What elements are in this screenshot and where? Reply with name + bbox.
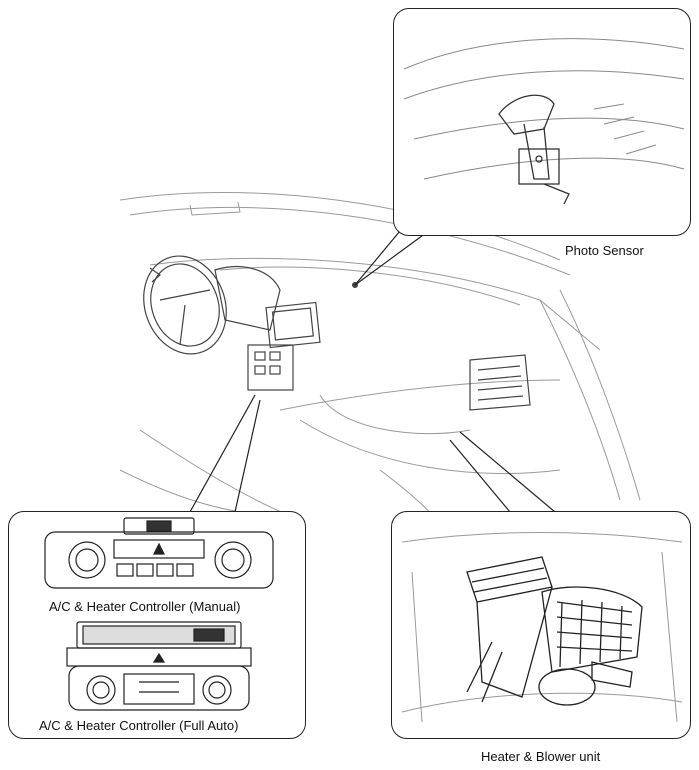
- photo-sensor-illustration: [403, 38, 685, 205]
- photo-sensor-panel: [393, 8, 691, 236]
- blower-unit-panel: [391, 511, 691, 739]
- manual-controller-caption: A/C & Heater Controller (Manual): [49, 599, 241, 614]
- auto-controller-caption: A/C & Heater Controller (Full Auto): [39, 718, 239, 733]
- controller-panel: A/C & Heater Controller (Manual) A/C & H…: [8, 511, 306, 739]
- blower-unit-caption: Heater & Blower unit: [481, 749, 601, 764]
- photo-sensor-caption: Photo Sensor: [565, 243, 644, 258]
- controller-illustration: [44, 517, 274, 711]
- blower-unit-illustration: [401, 532, 683, 723]
